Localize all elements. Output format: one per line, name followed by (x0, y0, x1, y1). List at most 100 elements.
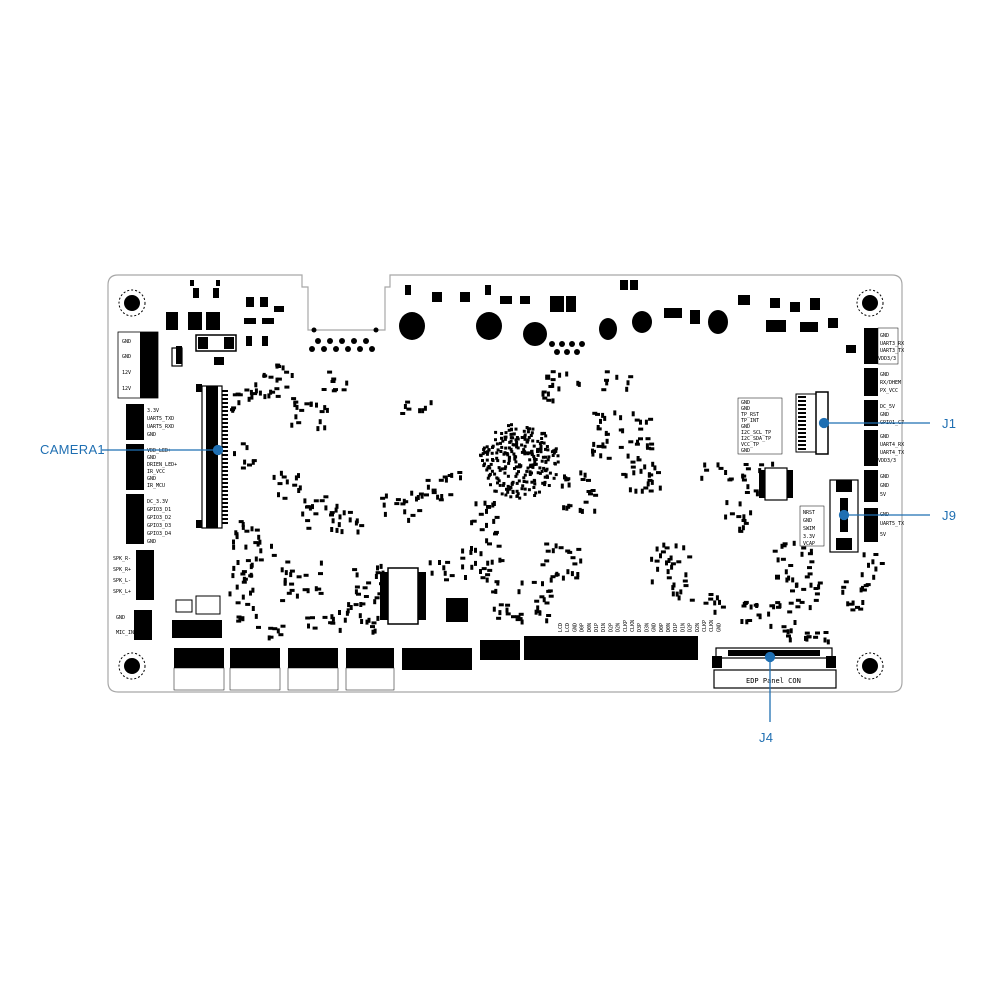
smd-pad (431, 491, 437, 495)
smd-pad (382, 502, 386, 508)
smd-pad (546, 391, 550, 397)
smd-pad (380, 496, 386, 500)
smd-pad (525, 480, 529, 484)
smd-pad (534, 491, 538, 495)
smd-pad (485, 577, 489, 583)
smd-pad (240, 442, 246, 446)
silk-label: LCD (558, 623, 564, 632)
smd-pad (782, 629, 788, 633)
smd-pad (528, 458, 532, 462)
smd-pad (461, 564, 465, 570)
smd-pad (636, 456, 640, 461)
smd-pad (496, 481, 499, 485)
smd-pad (449, 574, 455, 578)
smd-pad (850, 608, 856, 612)
smd-pad (496, 459, 500, 463)
smd-pad (700, 475, 704, 481)
smd-pad (241, 522, 245, 527)
smd-pad (222, 418, 228, 420)
smd-pad (371, 629, 375, 635)
smd-pad (330, 614, 334, 620)
smd-pad (518, 463, 521, 467)
svg-text:GND: GND (741, 448, 750, 454)
smd-pad (565, 371, 569, 377)
left-header-mic: GND MIC_IN (116, 610, 152, 640)
smd-pad (305, 519, 311, 523)
smd-pad (530, 431, 534, 435)
smd-pad (743, 463, 749, 466)
smd-pad (599, 418, 602, 424)
smd-pad (231, 407, 235, 413)
smd-pad (515, 494, 519, 498)
silk-label: SPK_R- (113, 556, 131, 562)
smd-pad (599, 453, 603, 459)
smd-pad (530, 452, 534, 456)
smd-pad (470, 520, 474, 526)
silk-label: DRIEN_LED+ (147, 462, 177, 468)
smd-pad (491, 458, 494, 461)
smd-pad (251, 587, 255, 593)
smd-pad (510, 450, 514, 454)
smd-pad (362, 586, 368, 590)
smd-pad (523, 444, 527, 448)
silk-label: 12V (122, 386, 131, 392)
smd-pad (495, 451, 499, 455)
smd-pad (335, 527, 339, 533)
smd-pad (554, 573, 560, 577)
smd-pad (522, 429, 526, 433)
silk-label: VDD3/3 (878, 356, 896, 362)
smd-pad (536, 439, 540, 443)
smd-pad (670, 562, 676, 566)
silk-label: GND (122, 354, 131, 360)
smd-pad (510, 481, 514, 485)
smd-pad (310, 616, 315, 620)
smd-pad (319, 410, 325, 414)
smd-pad (483, 462, 486, 466)
smd-pad (544, 542, 550, 546)
smd-pad (653, 465, 657, 471)
smd-pad (656, 566, 660, 572)
smd-pad (335, 503, 339, 509)
smd-pad (522, 476, 526, 480)
smd-pad (798, 396, 806, 398)
smd-pad (743, 521, 749, 525)
smd-pad (565, 477, 571, 481)
smd-pad (342, 510, 346, 516)
smd-pad (879, 562, 885, 565)
smd-pad (323, 425, 327, 431)
smd-pad (359, 524, 365, 528)
silk-label: GPIO3_D4 (147, 531, 171, 537)
smd-pad (643, 486, 649, 490)
silk-label: GND (147, 455, 156, 461)
smd-pad (580, 508, 584, 514)
edp-label: EDP Panel CON (746, 677, 801, 685)
smd-pad (356, 529, 360, 535)
smd-pad (769, 604, 775, 608)
smd-pad (289, 572, 293, 578)
smd-pad (630, 465, 636, 469)
smd-pad (247, 396, 251, 402)
smd-pad (277, 492, 280, 498)
smd-pad (222, 410, 228, 412)
smd-pad (370, 625, 375, 629)
ic-qfn (175, 595, 221, 615)
smd-pad (222, 482, 228, 484)
smd-pad (238, 520, 244, 524)
smd-pad (485, 450, 489, 454)
smd-pad (395, 498, 401, 502)
smd-pad (279, 470, 283, 476)
smd-pad (373, 599, 377, 605)
smd-pad (804, 631, 810, 635)
smd-pad (314, 586, 318, 592)
smd-pad (531, 427, 535, 431)
smd-pad (295, 593, 299, 599)
smd-pad (689, 598, 695, 602)
smd-pad (532, 457, 536, 461)
smd-pad (500, 436, 503, 440)
smd-pad (799, 600, 805, 604)
silk-label: GND (716, 623, 722, 632)
smd-pad (532, 486, 536, 489)
smd-pad (523, 492, 527, 496)
smd-pad (232, 393, 238, 397)
smd-pad (334, 507, 338, 513)
